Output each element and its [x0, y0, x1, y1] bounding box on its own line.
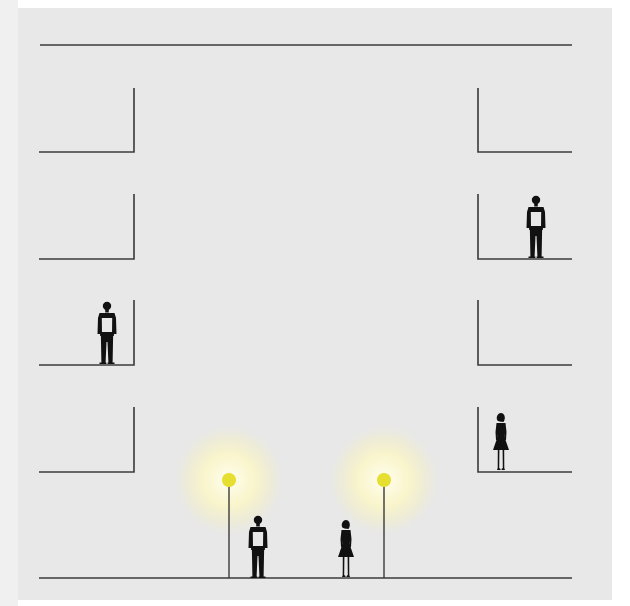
lamp-bulb-right — [377, 473, 391, 487]
lamp-bulb-left — [222, 473, 236, 487]
